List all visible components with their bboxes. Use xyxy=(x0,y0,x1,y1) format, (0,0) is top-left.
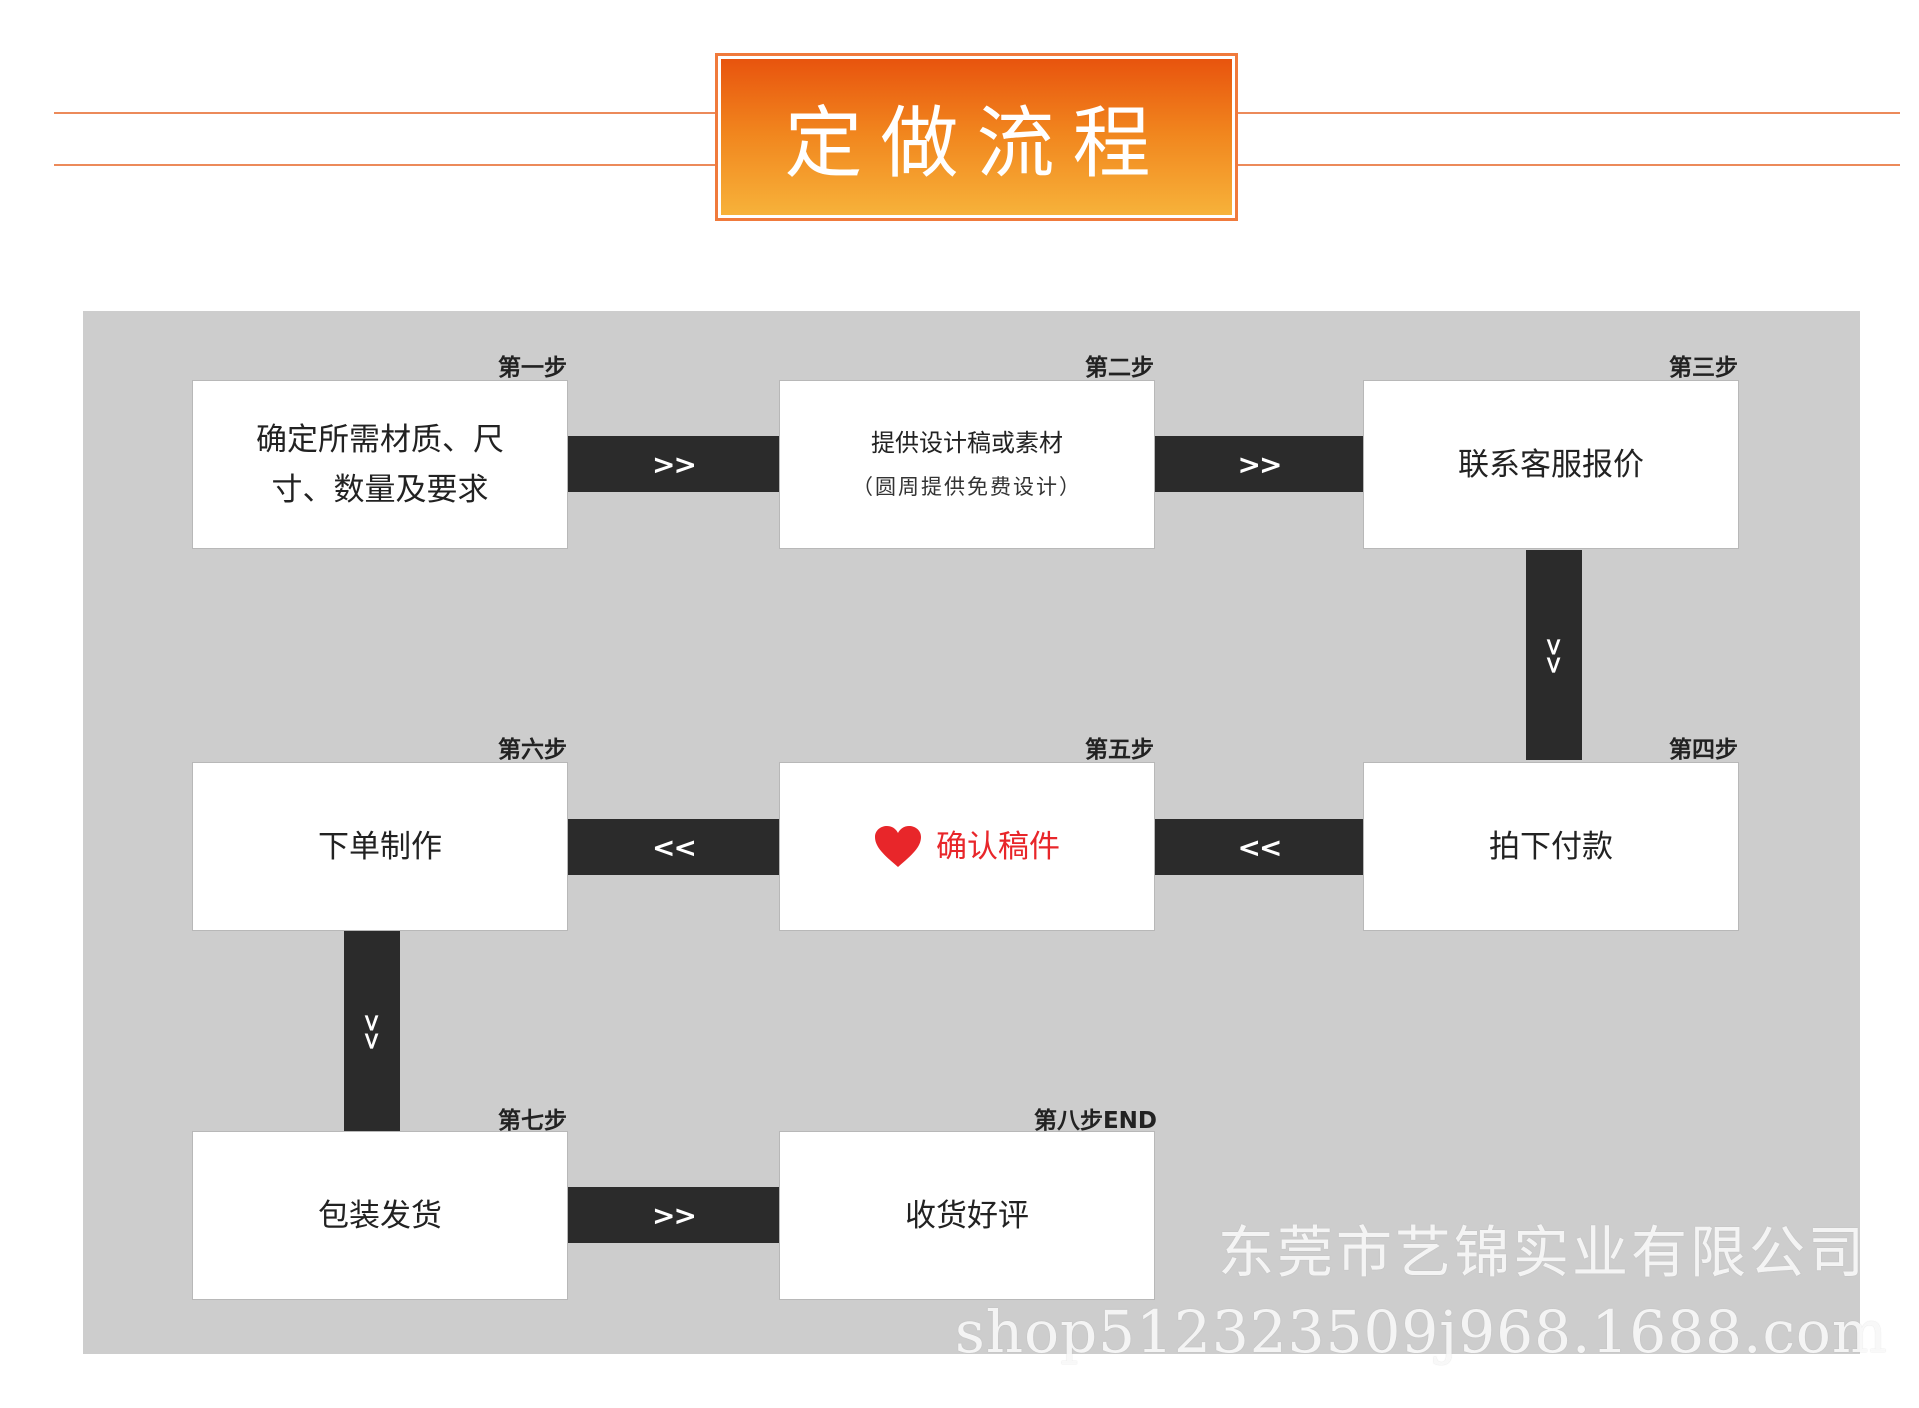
step-text-2: 提供设计稿或素材 xyxy=(871,428,1063,457)
step-box-3: 联系客服报价 xyxy=(1363,380,1739,549)
step-text-7: 包装发货 xyxy=(318,1197,442,1234)
step-label-5: 第五步 xyxy=(1085,737,1154,763)
step-box-5: 确认稿件 xyxy=(779,762,1155,931)
step-box-2: 提供设计稿或素材 （圆周提供免费设计） xyxy=(779,380,1155,549)
watermark-shop: shop512323509j968.1688.com xyxy=(955,1298,1888,1366)
step-label-4: 第四步 xyxy=(1669,737,1738,763)
arrow-left-icon: << xyxy=(1237,830,1283,864)
step-box-8: 收货好评 xyxy=(779,1131,1155,1300)
step-box-6: 下单制作 xyxy=(192,762,568,931)
step-box-4: 拍下付款 xyxy=(1363,762,1739,931)
step-text-3: 联系客服报价 xyxy=(1458,446,1644,483)
step-5-content: 确认稿件 xyxy=(874,822,1060,872)
arrow-right-icon: >> xyxy=(1237,447,1283,481)
step-subtext-2: （圆周提供免费设计） xyxy=(852,474,1082,499)
connector-step2-step3: >> xyxy=(1155,436,1363,492)
step-box-7: 包装发货 xyxy=(192,1131,568,1300)
page-title: 定做流程 xyxy=(784,99,1169,189)
connector-step1-step2: >> xyxy=(568,436,779,492)
arrow-right-icon: >> xyxy=(652,1198,697,1232)
watermark-company: 东莞市艺锦实业有限公司 xyxy=(1218,1221,1867,1286)
title-banner: 定做流程 xyxy=(715,53,1238,221)
arrow-down-icon: >> xyxy=(1540,636,1568,674)
step-text-6: 下单制作 xyxy=(318,828,442,865)
heart-icon xyxy=(875,825,921,867)
step-label-7: 第七步 xyxy=(498,1108,567,1134)
connector-step7-step8: >> xyxy=(568,1187,779,1243)
connector-step4-step5: << xyxy=(1155,819,1363,875)
step-text-8: 收货好评 xyxy=(905,1197,1029,1234)
step-text-4: 拍下付款 xyxy=(1489,828,1613,865)
step-label-8: 第八步END xyxy=(1033,1108,1157,1134)
step-text-5: 确认稿件 xyxy=(936,828,1060,865)
step-box-1: 确定所需材质、尺寸、数量及要求 xyxy=(192,380,568,549)
step-label-1: 第一步 xyxy=(498,355,567,381)
step-label-3: 第三步 xyxy=(1669,355,1738,381)
arrow-left-icon: << xyxy=(652,830,697,864)
arrow-down-icon: >> xyxy=(358,1012,386,1050)
step-label-2: 第二步 xyxy=(1085,355,1154,381)
arrow-right-icon: >> xyxy=(652,447,697,481)
connector-step5-step6: << xyxy=(568,819,779,875)
title-banner-fill: 定做流程 xyxy=(721,59,1232,215)
connector-step6-step7: >> xyxy=(344,931,400,1131)
step-label-6: 第六步 xyxy=(498,737,567,763)
step-text-1: 确定所需材质、尺寸、数量及要求 xyxy=(256,421,504,508)
connector-step3-step4: >> xyxy=(1526,550,1582,760)
